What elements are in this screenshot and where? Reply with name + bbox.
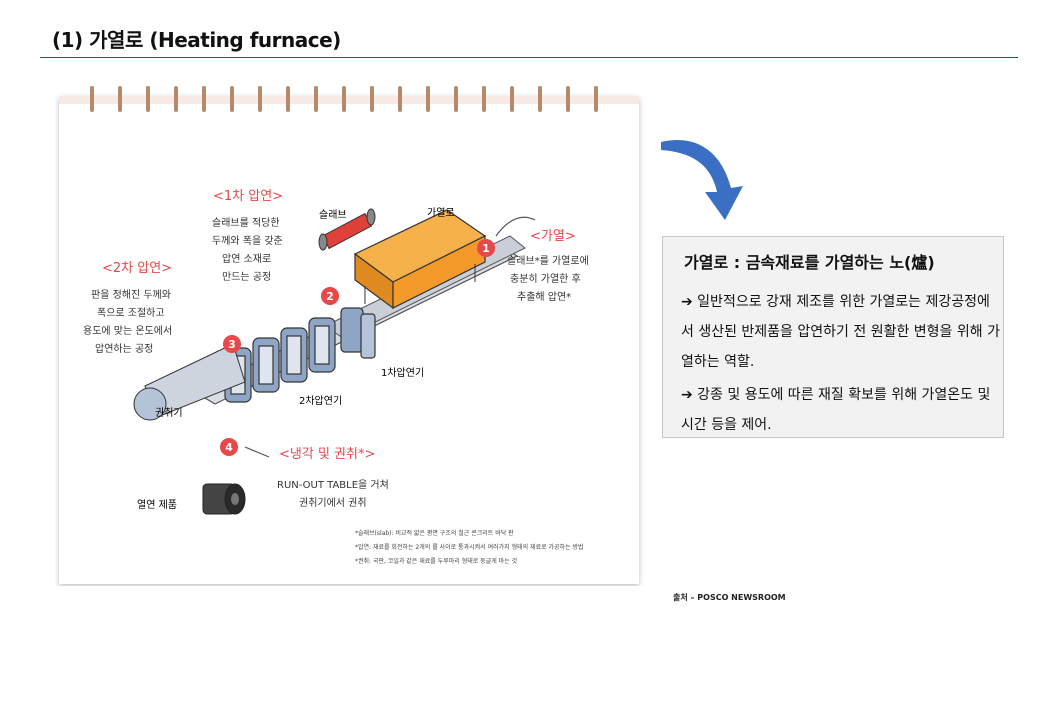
step2-desc-line: 압연하는 공정: [95, 342, 153, 355]
step4-title: <냉각 및 권취*>: [279, 447, 375, 462]
slab: [318, 208, 376, 251]
step3-desc-line: 추출해 압연*: [517, 290, 571, 303]
step2-desc-line: 폭으로 조절하고: [97, 306, 165, 319]
coiler: [133, 387, 167, 421]
step1-desc-line: 압연 소재로: [222, 252, 271, 265]
step3-desc-line: 충분히 가열한 후: [510, 273, 581, 285]
info-paragraph: ➔ 강종 및 용도에 따른 재질 확보를 위해 가열온도 및 시간 등을 제어.: [681, 387, 991, 433]
marker-3: 3: [228, 338, 236, 351]
label-product: 열연 제품: [137, 499, 177, 511]
step2-desc-line: 용도에 맞는 온도에서: [83, 325, 172, 337]
title-divider: [40, 57, 1018, 58]
marker-2: 2: [326, 290, 334, 303]
label-mill2: 2차압연기: [299, 394, 342, 407]
roughing-mill: [340, 307, 376, 359]
step1-desc-line: 두께와 폭을 갖춘: [212, 235, 283, 247]
hot-rolled-coil: [202, 483, 246, 515]
label-slab: 슬래브: [319, 209, 347, 221]
spiral-rings: [90, 86, 598, 112]
step4-desc-line: RUN-OUT TABLE을 거쳐: [277, 479, 389, 491]
step3-desc-line: 슬래브*를 가열로에: [507, 255, 589, 267]
marker-4: 4: [225, 441, 233, 454]
step1-desc-line: 만드는 공정: [222, 271, 271, 283]
step-markers: 1 2 3 4: [220, 239, 495, 456]
step1-title: <1차 압연>: [213, 189, 283, 204]
step2-desc-line: 판을 정해진 두께와: [91, 288, 171, 301]
step2-title: <2차 압연>: [102, 261, 172, 276]
curved-arrow-icon: [661, 139, 743, 220]
step-texts: <1차 압연> 슬래브를 적당한 두께와 폭을 갖춘 압연 소재로 만드는 공정…: [83, 189, 589, 509]
footnote: *슬래브(slab): 비교적 얇은 평면 구조의 철근 콘크리트 바닥 판: [355, 529, 514, 537]
marker-1: 1: [482, 242, 490, 255]
heating-furnace-illustration: 슬래브 가열로 1차압연기 2차압연기 권취기 열연 제품 1: [59, 86, 639, 584]
step4-desc-line: 권취기에서 권취: [299, 497, 367, 509]
step1-desc-line: 슬래브를 적당한: [212, 217, 280, 229]
footnote: *권취: 국판, 코일과 같은 재료를 두루마리 형태로 둥글게 마는 것: [355, 557, 518, 565]
info-title: 가열로 : 금속재료를 가열하는 노(爐): [684, 253, 935, 272]
footnote: *압연: 재료를 회전하는 2개의 롤 사이로 통과시켜서 여러가지 형태의 재…: [355, 543, 584, 551]
info-paragraph: ➔ 일반적으로 강재 제조를 위한 가열로는 제강공정에서 생산된 반제품을 압…: [681, 294, 1000, 370]
label-mill1: 1차압연기: [381, 366, 424, 379]
info-box: 가열로 : 금속재료를 가열하는 노(爐) ➔ 일반적으로 강재 제조를 위한 …: [662, 236, 1004, 438]
label-coiler: 권취기: [155, 407, 183, 419]
furnace: [353, 209, 487, 310]
footnotes: *슬래브(slab): 비교적 얇은 평면 구조의 철근 콘크리트 바닥 판 *…: [355, 529, 584, 565]
step3-title: <가열>: [530, 229, 576, 244]
source-credit: 출처 – POSCO NEWSROOM: [673, 593, 786, 602]
label-furnace: 가열로: [427, 207, 455, 219]
page-title: (1) 가열로 (Heating furnace): [52, 28, 341, 52]
